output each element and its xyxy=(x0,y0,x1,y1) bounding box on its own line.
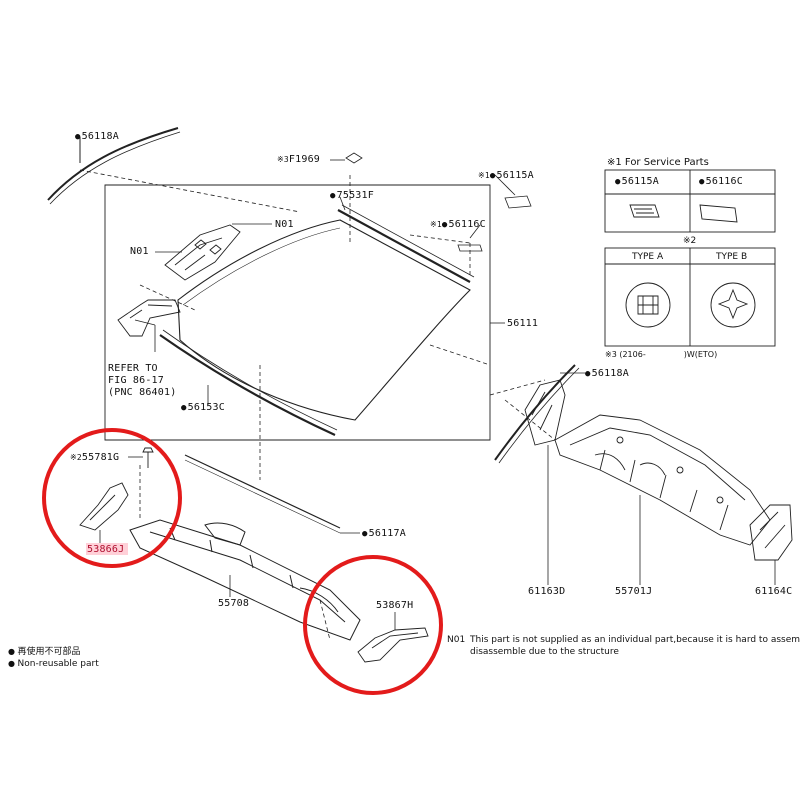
highlight-53866j xyxy=(86,543,128,555)
label-56117a: 56117A xyxy=(362,528,406,540)
type-b-label: TYPE B xyxy=(716,252,748,262)
label-56116c: ※156116C xyxy=(430,219,486,231)
windshield-glass xyxy=(177,219,471,421)
weatherstrip xyxy=(184,454,341,529)
label-55708: 55708 xyxy=(218,598,250,609)
label-53866j: 53866J xyxy=(87,544,125,555)
label-f1969: ※3F1969 xyxy=(277,154,321,165)
label-n01-upper: N01 xyxy=(275,219,294,230)
service-parts-table xyxy=(604,169,776,347)
label-75531f: 75531F xyxy=(330,190,374,202)
moulding-top-left xyxy=(47,127,179,201)
label-56111: 56111 xyxy=(507,318,539,329)
cowl-top-panel xyxy=(129,519,361,641)
label-55701j: 55701J xyxy=(615,586,653,597)
seal-53867h xyxy=(357,627,429,663)
top-strip xyxy=(337,209,471,283)
n01-note-code: N01 xyxy=(447,635,466,645)
label-53867h: 53867H xyxy=(376,600,414,611)
label-61163d: 61163D xyxy=(528,586,566,597)
side-bracket-left xyxy=(524,379,566,446)
n01-note-line1: This part is not supplied as an individu… xyxy=(470,635,800,645)
service-ref-2: ※2 xyxy=(683,236,697,246)
highlight-circle-right xyxy=(303,555,443,695)
label-56118a-right: 56118A xyxy=(585,368,629,380)
service-col-56115a: 56115A xyxy=(615,176,659,188)
label-56153c: 56153C xyxy=(181,402,225,414)
legend-en: ● Non-reusable part xyxy=(8,659,99,669)
service-col-56116c: 56116C xyxy=(699,176,743,188)
label-refer-3: (PNC 86401) xyxy=(108,387,177,398)
label-55781g: ※255781G xyxy=(70,452,120,463)
label-refer-1: REFER TO xyxy=(108,363,158,374)
n01-note-line2: disassemble due to the structure xyxy=(470,647,619,657)
service-parts-title: ※1 For Service Parts xyxy=(607,157,709,168)
refer-bracket xyxy=(117,299,181,337)
bracket-n01 xyxy=(164,224,241,281)
label-refer-2: FIG 86-17 xyxy=(108,375,164,386)
cowl-panel-assembly xyxy=(554,414,771,546)
label-61164c: 61164C xyxy=(755,586,793,597)
legend-jp: ● 再使用不可部品 xyxy=(8,647,81,657)
side-bracket-right xyxy=(749,504,793,561)
windshield-frame-box xyxy=(104,184,491,441)
seal-53866j xyxy=(79,482,129,531)
service-footnote: ※3 (2106-)W(ETO) xyxy=(605,350,718,359)
label-n01-left: N01 xyxy=(130,246,149,257)
label-56115a: ※156115A xyxy=(478,170,534,182)
lower-moulding xyxy=(159,334,336,436)
type-a-label: TYPE A xyxy=(632,252,664,262)
highlight-circle-left xyxy=(42,428,182,568)
moulding-right xyxy=(494,364,576,461)
label-56118a-top: 56118A xyxy=(75,131,119,143)
